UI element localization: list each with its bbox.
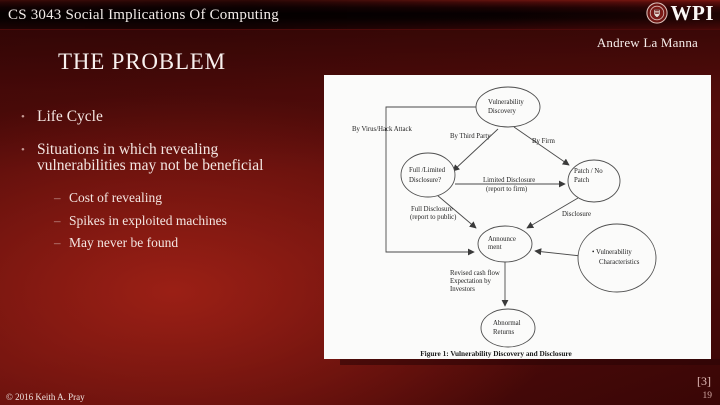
bullet-item: • Life Cycle <box>18 109 318 125</box>
bullet-list: • Life Cycle • Situations in which revea… <box>18 109 318 259</box>
node-vulnerability-characteristics: • Vulnerability Characteristics <box>577 223 657 293</box>
bullet-text: Life Cycle <box>37 108 103 125</box>
sub-bullet-marker: – <box>54 212 61 228</box>
edge-label: By Third Party <box>450 133 491 140</box>
node-label: • Vulnerability <box>592 249 632 256</box>
sub-bullet-marker: – <box>54 189 61 205</box>
panel-shadow <box>340 359 720 365</box>
node-full-limited-disclosure: Full /Limited Disclosure? <box>400 152 456 198</box>
bullet-text: Situations in which revealing vulnerabil… <box>37 141 264 174</box>
edge-label: Limited Disclosure <box>483 177 535 184</box>
course-title: CS 3043 Social Implications Of Computing <box>8 7 279 23</box>
sub-bullet-item: – Cost of revealing <box>54 189 318 205</box>
wpi-logo-text: WPI <box>670 1 714 25</box>
node-announcement: Announce ment <box>477 225 533 263</box>
author-name: Andrew La Manna <box>596 35 698 50</box>
edge-label: Disclosure <box>562 211 591 218</box>
edge-label: (report to public) <box>410 214 456 221</box>
sub-bullet-text: Spikes in exploited machines <box>69 212 227 228</box>
node-patch-no-patch: Patch / No Patch <box>567 159 621 203</box>
node-vulnerability-discovery: Vulnerability Discovery <box>475 86 541 128</box>
wpi-seal-icon <box>645 2 668 24</box>
citation-ref: [3] <box>697 374 711 388</box>
node-label: Disclosure? <box>409 177 441 184</box>
bullet-item: • Situations in which revealing vulnerab… <box>18 142 318 174</box>
node-label: Vulnerability <box>488 99 524 106</box>
edge-label: Revised cash flow <box>450 270 500 277</box>
node-label: Characteristics <box>599 259 640 266</box>
edge-label: Full Disclosure <box>411 206 453 213</box>
node-label: Patch / No <box>574 168 603 175</box>
sub-bullet-marker: – <box>54 235 61 251</box>
edge-label: (report to firm) <box>486 186 527 193</box>
figure-edge-labels: By Virus/Hack Attack By Third Party By F… <box>352 126 591 293</box>
footer-copyright: © 2016 Keith A. Pray <box>6 392 85 402</box>
figure-panel: Vulnerability Discovery Full /Limited Di… <box>324 75 711 359</box>
page-number: 19 <box>702 391 713 401</box>
node-label: Returns <box>493 329 514 336</box>
node-abnormal-returns: Abnormal Returns <box>480 308 536 348</box>
header-bar: CS 3043 Social Implications Of Computing… <box>0 0 720 30</box>
sub-bullet-item: – Spikes in exploited machines <box>54 212 318 228</box>
sub-bullet-item: – May never be found <box>54 236 318 250</box>
wpi-logo: WPI <box>645 1 715 25</box>
sub-bullet-text: May never be found <box>69 235 179 251</box>
node-label: Full /Limited <box>409 167 446 174</box>
node-label: Patch <box>574 177 590 184</box>
vulnerability-flowchart: Vulnerability Discovery Full /Limited Di… <box>352 86 657 358</box>
bullet-marker: • <box>21 111 25 123</box>
figure-edges <box>385 106 582 307</box>
sub-bullet-text: Cost of revealing <box>69 189 162 205</box>
edge-label: By Firm <box>532 138 556 145</box>
figure-caption: Figure 1: Vulnerability Discovery and Di… <box>420 349 572 358</box>
node-label: Discovery <box>488 108 517 115</box>
edge-label: Investors <box>450 286 475 293</box>
edge-label: Expectation by <box>450 278 492 285</box>
node-label: Abnormal <box>493 320 521 327</box>
edge-label: By Virus/Hack Attack <box>352 126 412 133</box>
node-label: ment <box>488 244 502 251</box>
node-label: Announce <box>488 236 516 243</box>
slide-title: THE PROBLEM <box>58 49 226 74</box>
bullet-marker: • <box>21 144 25 156</box>
